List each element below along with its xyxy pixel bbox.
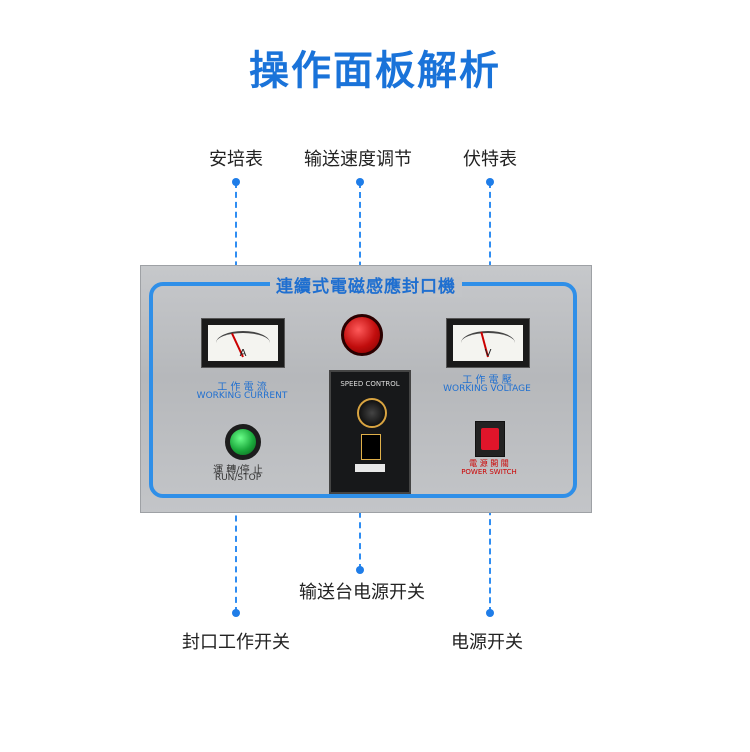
callout-voltmeter: 伏特表 [463, 149, 517, 170]
label-runstop-en: RUN/STOP [214, 473, 262, 483]
power-switch[interactable] [475, 421, 505, 457]
label-current-cn: 工 作 電 流 [217, 382, 267, 393]
callout-speed-adjust: 输送速度调节 [304, 149, 412, 170]
leader-power-switch [489, 480, 491, 613]
label-voltage-cn: 工 作 電 壓 [462, 375, 512, 386]
leader-dot [356, 178, 364, 186]
run-stop-button[interactable] [225, 424, 261, 460]
leader-voltmeter [489, 182, 491, 317]
label-voltage-en: WORKING VOLTAGE [443, 384, 531, 394]
leader-ammeter [235, 182, 237, 317]
control-panel: 連續式電磁感應封口機 A 工 作 電 流 WORKING CURRENT V 工… [140, 265, 592, 513]
ammeter: A [201, 318, 285, 368]
leader-dot [232, 609, 240, 617]
ammeter-face: A [208, 325, 278, 361]
leader-seal-switch [235, 485, 237, 613]
leader-conveyor-power [359, 470, 361, 570]
leader-dot [486, 178, 494, 186]
conveyor-power-switch[interactable] [361, 434, 381, 460]
ammeter-scale [216, 331, 270, 355]
speed-control-label: SPEED CONTROL [340, 380, 400, 388]
page-title: 操作面板解析 [249, 48, 501, 94]
voltmeter-scale [461, 331, 515, 355]
callout-conveyor-power: 输送台电源开关 [299, 582, 425, 603]
ammeter-unit: A [239, 348, 247, 359]
callout-seal-switch: 封口工作开关 [182, 632, 290, 653]
indicator-lamp [341, 314, 383, 356]
panel-title-text: 連續式電磁感應封口機 [270, 277, 462, 297]
voltmeter: V [446, 318, 530, 368]
speed-tag [355, 464, 385, 472]
voltmeter-unit: V [484, 348, 492, 359]
leader-dot [486, 609, 494, 617]
voltmeter-face: V [453, 325, 523, 361]
speed-controller: SPEED CONTROL [329, 370, 411, 494]
speed-dial[interactable] [357, 398, 387, 428]
callout-ammeter: 安培表 [209, 149, 263, 170]
label-power-en: POWER SWITCH [461, 468, 517, 476]
label-current-en: WORKING CURRENT [196, 391, 288, 401]
panel-title: 連續式電磁感應封口機 [141, 272, 591, 297]
leader-dot [232, 178, 240, 186]
callout-power-switch: 电源开关 [451, 632, 523, 653]
label-power-cn: 電 源 開 關 [469, 459, 509, 468]
leader-dot [356, 566, 364, 574]
label-runstop-cn: 運 轉/停 止 [213, 465, 263, 476]
